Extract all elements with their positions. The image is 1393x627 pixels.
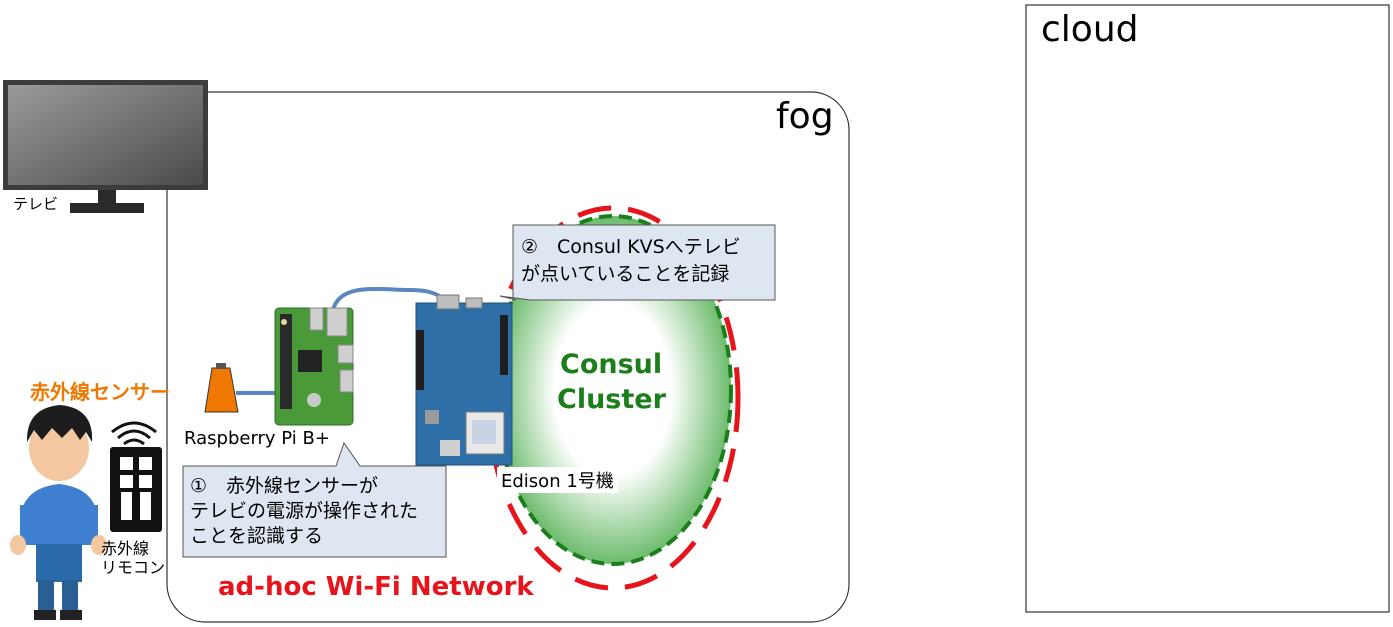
cloud-region: [1025, 4, 1390, 613]
ir-sensor-icon: [204, 363, 239, 413]
remote-label-line1: 赤外線: [101, 539, 150, 558]
person-icon: [10, 405, 107, 620]
ir-remote-icon: [110, 421, 162, 532]
callout-step1-line2: テレビの電源が操作された: [190, 500, 419, 522]
callout-step2-box: [499, 224, 776, 301]
cluster-label-line2: Cluster: [557, 384, 666, 415]
callout-step1-box: [182, 441, 447, 558]
tv-icon: [3, 80, 208, 213]
edison-label: Edison 1号機: [497, 467, 618, 493]
tv-label: テレビ: [13, 195, 59, 213]
cluster-label-line1: Consul: [560, 349, 663, 380]
raspberry-pi-label: Raspberry Pi B+: [184, 428, 330, 449]
remote-label-line2: リモコン: [101, 558, 166, 577]
raspberry-pi-icon: [274, 307, 354, 426]
callout-step1-line3: ことを認識する: [190, 525, 324, 547]
fog-label: fog: [776, 96, 834, 137]
callout-step2-line1: ② Consul KVSへテレビ: [521, 236, 741, 258]
callout-step1-line1: ① 赤外線センサーが: [190, 475, 379, 497]
edison-board-icon: [415, 294, 513, 466]
cloud-label: cloud: [1041, 9, 1139, 50]
network-label: ad-hoc Wi-Fi Network: [218, 572, 534, 602]
sensor-label: 赤外線センサー: [30, 380, 170, 404]
callout-step2-line2: が点いていることを記録: [521, 263, 730, 285]
